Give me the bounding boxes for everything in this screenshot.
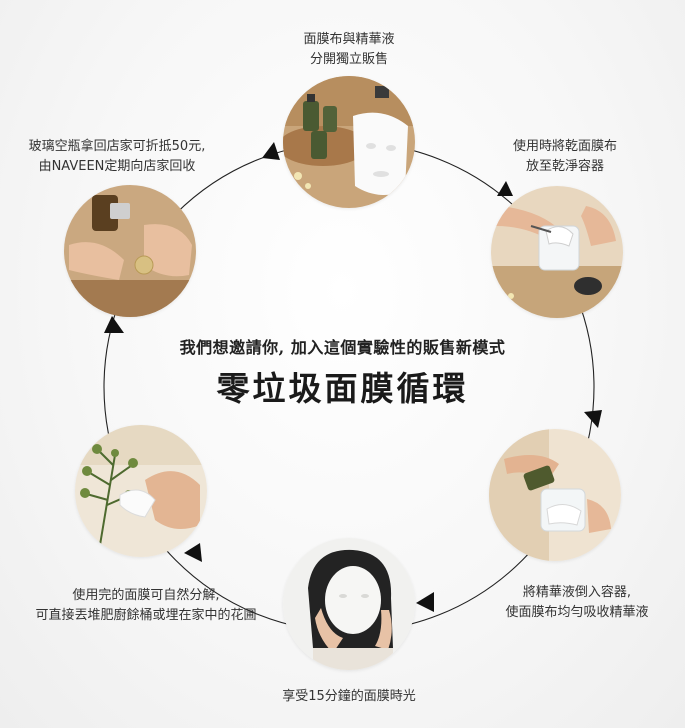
- arrowhead-1: [262, 142, 280, 160]
- center-title: 零垃圾面膜循環: [216, 369, 469, 408]
- step-6-caption: 玻璃空瓶拿回店家可折抵50元, 由NAVEEN定期向店家回收: [29, 137, 206, 177]
- photo-bottles-and-sheet-mask: [283, 76, 415, 208]
- arrowhead-2: [497, 181, 513, 196]
- step-6-line1: 玻璃空瓶拿回店家可折抵50元,: [28, 139, 206, 154]
- step-3-caption: 將精華液倒入容器, 使面膜布均勻吸收精華液: [505, 583, 648, 623]
- step-5-line1: 使用完的面膜可自然分解,: [72, 588, 220, 603]
- photo-compost-plant: [75, 425, 207, 557]
- step-1-line2: 分開獨立販售: [309, 52, 389, 67]
- step-4-line1: 享受15分鐘的面膜時光: [282, 689, 416, 704]
- step-1-line1: 面膜布與精華液: [303, 32, 395, 47]
- step-1-caption: 面膜布與精華液 分開獨立販售: [303, 30, 394, 70]
- center-subtitle: 我們想邀請你, 加入這個實驗性的販售新模式: [179, 338, 506, 357]
- photo-pouring-essence: [489, 429, 621, 561]
- photo-dry-mask-container: [491, 186, 623, 318]
- arrowhead-4: [416, 592, 434, 612]
- step-6-line2: 由NAVEEN定期向店家回收: [38, 159, 196, 174]
- step-2-caption: 使用時將乾面膜布 放至乾淨容器: [513, 137, 617, 177]
- step-5-caption: 使用完的面膜可自然分解, 可直接丟堆肥廚餘桶或埋在家中的花圃: [35, 586, 256, 626]
- arrowhead-3: [584, 410, 602, 428]
- arrowhead-6: [104, 316, 124, 333]
- photo-returning-bottle: [64, 185, 196, 317]
- step-4-caption: 享受15分鐘的面膜時光: [282, 687, 416, 707]
- step-5-line2: 可直接丟堆肥廚餘桶或埋在家中的花圃: [35, 608, 257, 623]
- arrowhead-5: [184, 543, 202, 562]
- step-3-line1: 將精華液倒入容器,: [522, 585, 632, 600]
- step-2-line2: 放至乾淨容器: [525, 159, 605, 174]
- step-3-line2: 使面膜布均勻吸收精華液: [505, 605, 649, 620]
- photo-woman-wearing-mask: [283, 538, 415, 670]
- step-2-line1: 使用時將乾面膜布: [512, 139, 618, 154]
